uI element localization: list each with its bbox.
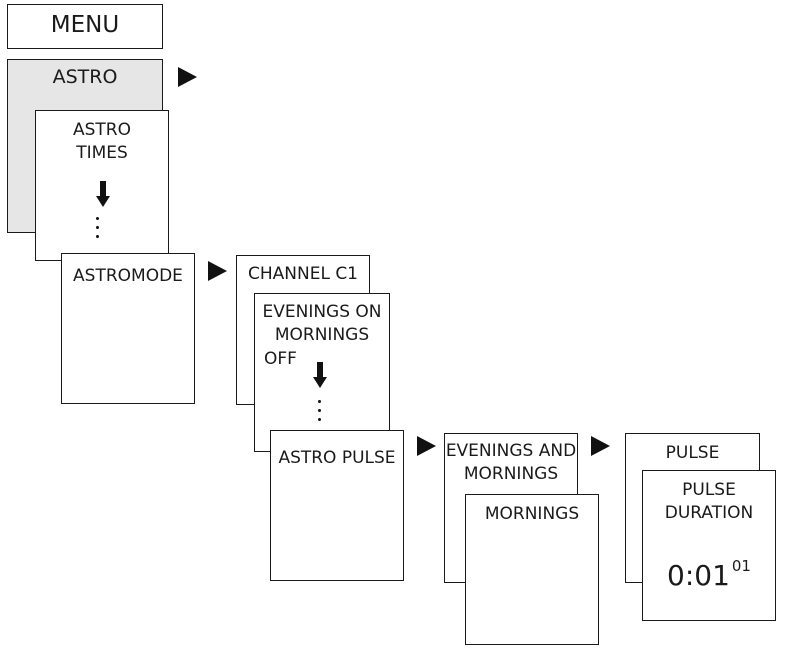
pulse-mode-selected-item[interactable]: MORNINGS bbox=[465, 494, 599, 645]
astro-pulse-item[interactable]: ASTRO PULSE bbox=[270, 430, 404, 581]
astro-times-line-2: TIMES bbox=[76, 143, 128, 163]
arrow-right-icon bbox=[591, 436, 610, 456]
arrow-down-icon bbox=[313, 362, 327, 388]
arrow-right-icon bbox=[208, 261, 227, 281]
astro-times-item[interactable]: ASTRO TIMES bbox=[35, 110, 169, 261]
channel-option-off: OFF bbox=[264, 349, 297, 369]
ellipsis-vertical-icon bbox=[96, 217, 100, 244]
pulse-mode-line-2: MORNINGS bbox=[463, 464, 559, 484]
channel-label: CHANNEL C1 bbox=[247, 264, 359, 284]
pulse-duration-line-1: PULSE bbox=[682, 480, 736, 500]
pulse-mode-line-1: EVENINGS AND bbox=[445, 441, 577, 461]
menu-title-box: MENU bbox=[7, 4, 163, 49]
pulse-duration-line-2: DURATION bbox=[664, 503, 754, 523]
pulse-duration-value-main: 0:01 bbox=[667, 559, 730, 592]
astro-times-line-1: ASTRO bbox=[73, 120, 131, 140]
channel-option-1: EVENINGS ON bbox=[262, 302, 382, 322]
pulse-mode-selected-label: MORNINGS bbox=[484, 504, 580, 524]
astro-label: ASTRO bbox=[52, 66, 118, 88]
astromode-item[interactable]: ASTROMODE bbox=[61, 253, 195, 404]
astromode-label: ASTROMODE bbox=[73, 266, 183, 286]
arrow-down-icon bbox=[96, 181, 110, 207]
arrow-right-icon bbox=[417, 436, 436, 456]
pulse-label: PULSE bbox=[665, 443, 720, 463]
ellipsis-vertical-icon bbox=[318, 400, 322, 427]
pulse-duration-value-sub: 01 bbox=[731, 557, 751, 575]
astro-pulse-label: ASTRO PULSE bbox=[278, 448, 396, 468]
menu-title: MENU bbox=[50, 12, 120, 38]
arrow-right-icon bbox=[178, 67, 197, 87]
channel-options-item[interactable]: EVENINGS ON MORNINGS OFF bbox=[254, 293, 390, 452]
channel-option-2: MORNINGS bbox=[274, 325, 370, 345]
